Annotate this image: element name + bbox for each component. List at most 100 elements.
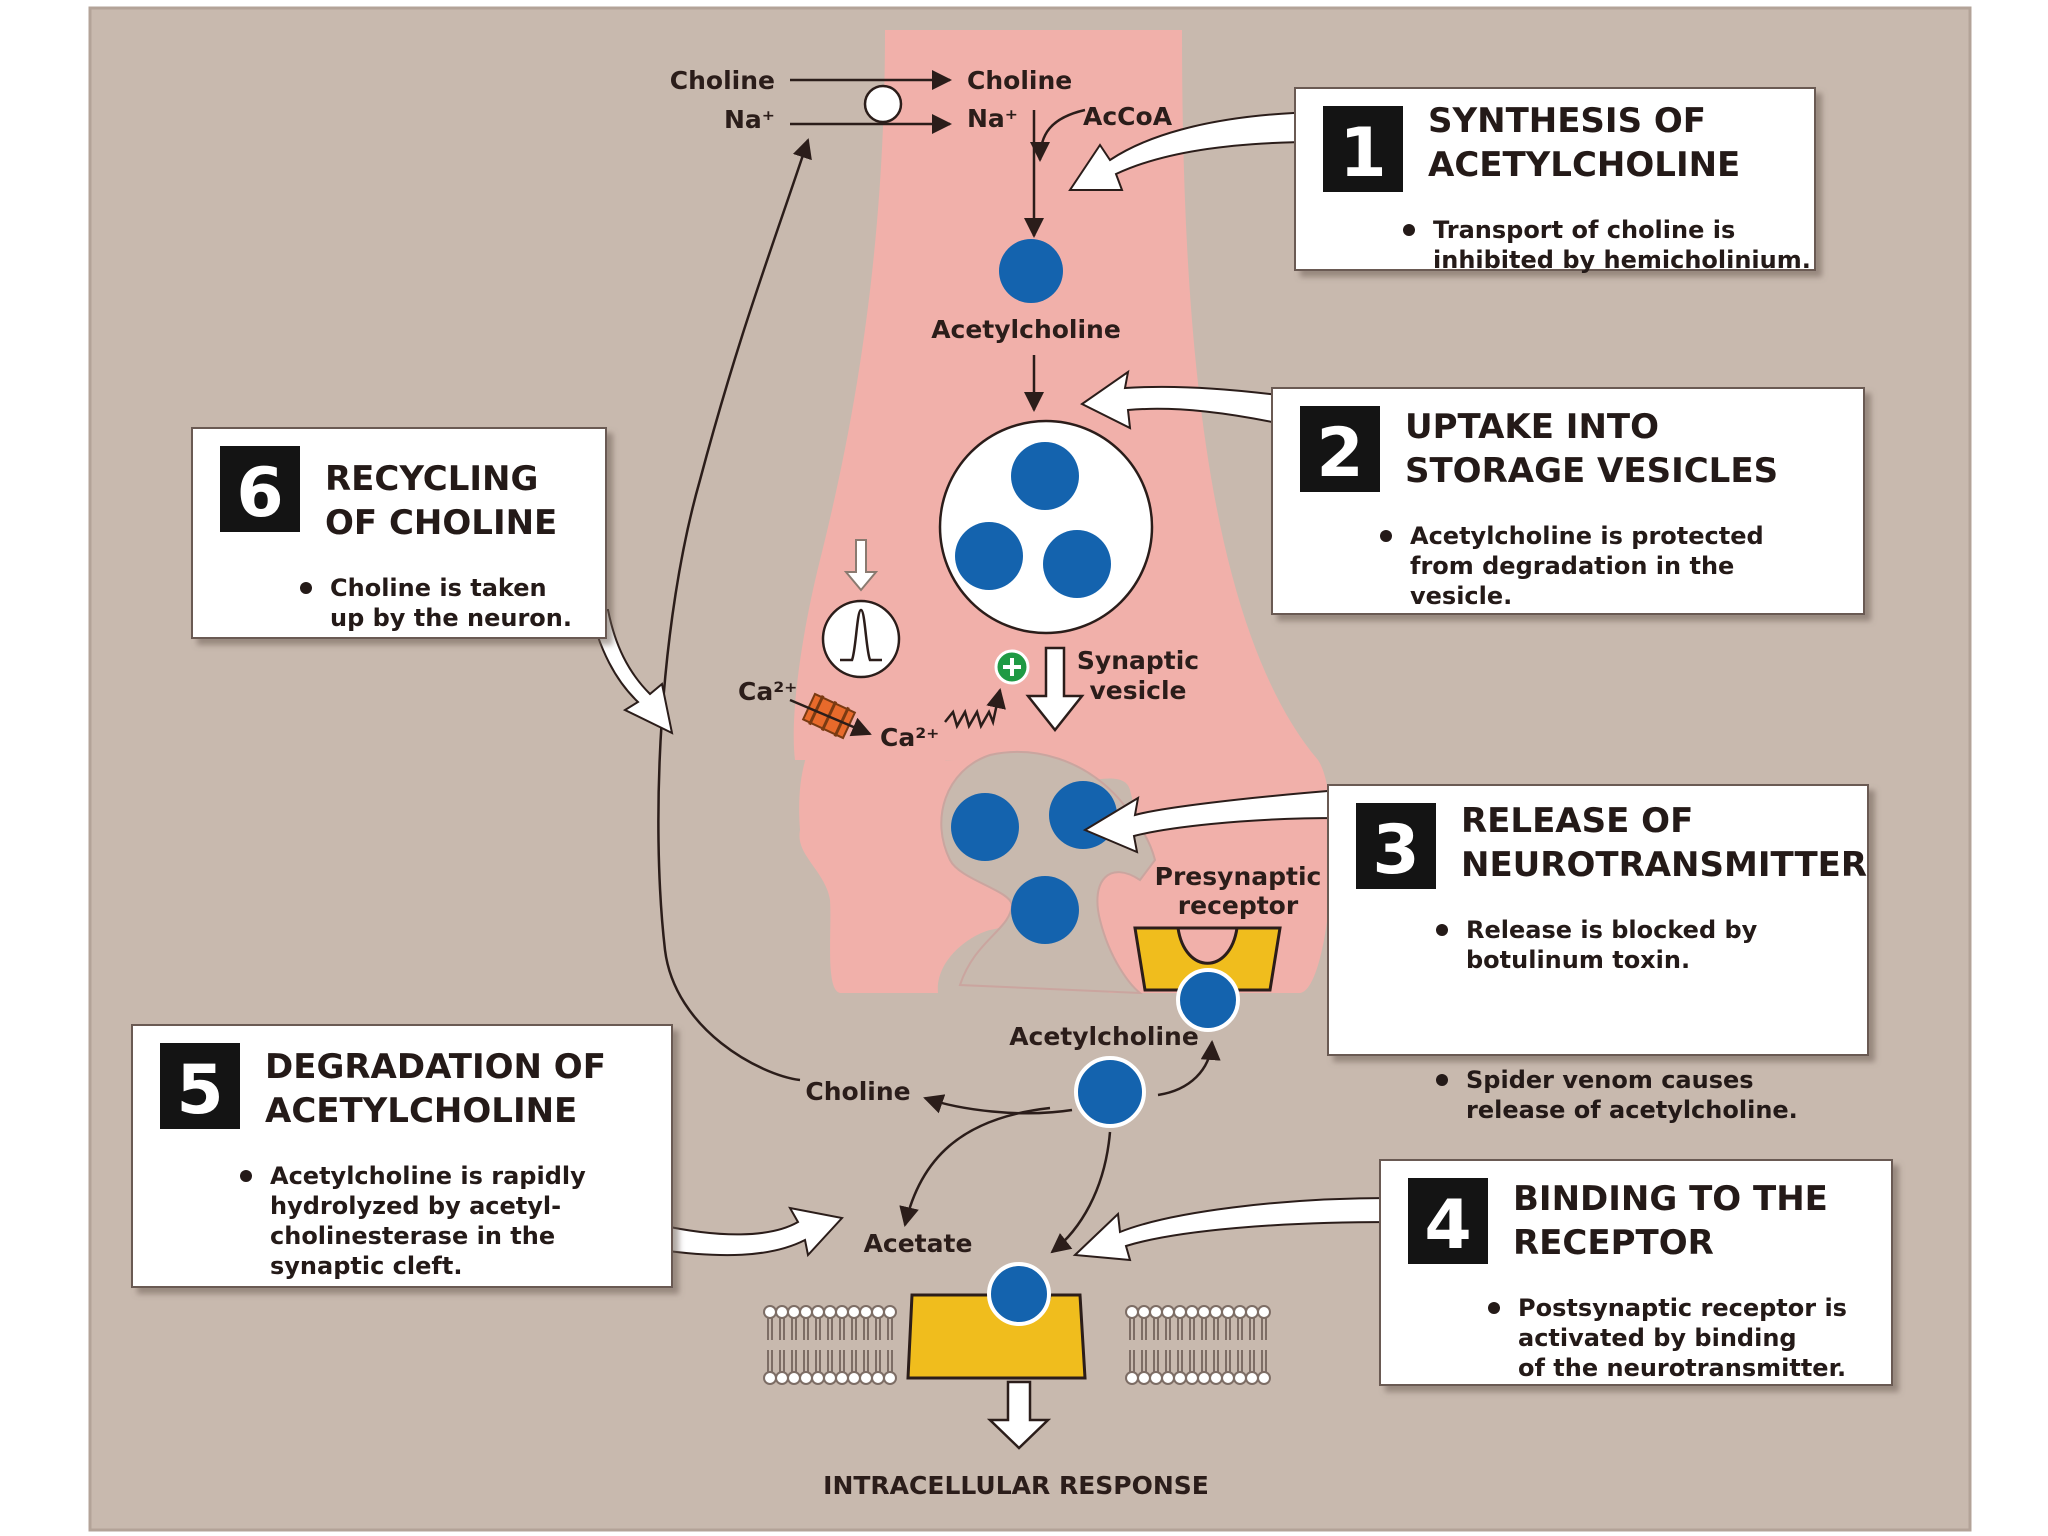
- presynaptic-receptor-label-1: Presynaptic: [1155, 862, 1322, 891]
- lipid-tail: [791, 1350, 797, 1372]
- bullet-text-line: Transport of choline is: [1433, 216, 1735, 244]
- choline-transporter: [863, 84, 903, 124]
- lipid-head: [811, 1305, 825, 1319]
- step-number-badge: [1408, 1178, 1488, 1264]
- bullet-text-line: Spider venom causes: [1466, 1066, 1754, 1094]
- step4-pointer: [1072, 1196, 1391, 1262]
- lipid-tail: [1165, 1318, 1171, 1340]
- step-title-line: RECYCLING: [325, 459, 538, 499]
- lipid-head: [859, 1371, 873, 1385]
- step5-pointer: [659, 1206, 844, 1258]
- lipid-head: [1185, 1305, 1199, 1319]
- bullet-text-line: of the neurotransmitter.: [1518, 1354, 1846, 1382]
- na-inside-label: Na⁺: [967, 104, 1018, 133]
- lipid-tail: [803, 1350, 809, 1372]
- step2-pointer: [1080, 369, 1301, 430]
- lipid-tail: [887, 1318, 893, 1340]
- lipid-tail: [1201, 1318, 1207, 1340]
- ca-outside-label: Ca²⁺: [738, 677, 797, 706]
- lipid-tail: [767, 1350, 773, 1372]
- bullet-text-line: botulinum toxin.: [1466, 946, 1690, 974]
- step-title-line: ACETYLCHOLINE: [265, 1091, 577, 1131]
- lipid-tail: [863, 1318, 869, 1340]
- lipid-head: [1161, 1371, 1175, 1385]
- lipid-head: [1233, 1305, 1247, 1319]
- step-title-line: UPTAKE INTO: [1405, 407, 1659, 447]
- choline-outside-label: Choline: [670, 66, 775, 95]
- lipid-head: [1173, 1371, 1187, 1385]
- lipid-tail: [1213, 1318, 1219, 1340]
- lipid-tail: [1249, 1318, 1255, 1340]
- postsynaptic-bound-acetylcholine: [987, 1262, 1051, 1326]
- to-choline-arrow: [923, 1094, 1073, 1115]
- lipid-tail: [875, 1318, 881, 1340]
- lipid-head: [763, 1305, 777, 1319]
- lipid-head: [1245, 1371, 1259, 1385]
- lipid-tail: [1129, 1318, 1135, 1340]
- lipid-head: [1161, 1305, 1175, 1319]
- bullet-text-line: Postsynaptic receptor is: [1518, 1294, 1847, 1322]
- lipid-tail: [1177, 1350, 1183, 1372]
- step1-pointer: [1068, 110, 1319, 191]
- lipid-head: [1149, 1371, 1163, 1385]
- lipid-tail: [875, 1350, 881, 1372]
- lipid-head: [1197, 1371, 1211, 1385]
- lipid-tail: [779, 1318, 785, 1340]
- step-number-badge: [1300, 406, 1380, 492]
- lipid-tail: [1225, 1350, 1231, 1372]
- lipid-tail: [779, 1350, 785, 1372]
- lipid-head: [1137, 1305, 1151, 1319]
- bullet-dot: [1436, 924, 1448, 936]
- lipid-tail: [791, 1318, 797, 1340]
- to-acetate-arrow: [899, 1106, 1051, 1227]
- acetylcholine-molecule-synth: [999, 239, 1063, 303]
- bullet-dot: [1436, 1074, 1448, 1086]
- bullet-text-line: cholinesterase in the: [270, 1222, 555, 1250]
- vesicle-movement-arrow: [1025, 646, 1085, 733]
- bullet-dot: [240, 1170, 252, 1182]
- lipid-tail: [1129, 1350, 1135, 1372]
- intracellular-response-arrow: [986, 1380, 1052, 1450]
- synaptic-vesicle-label-1: Synaptic: [1077, 646, 1199, 675]
- accoa-label: AcCoA: [1083, 102, 1173, 131]
- step-title-line: RELEASE OF: [1461, 801, 1693, 841]
- lipid-tail: [1249, 1350, 1255, 1372]
- lipid-head: [799, 1305, 813, 1319]
- action-potential-spike: [840, 608, 882, 662]
- lipid-head: [1137, 1371, 1151, 1385]
- lipid-tail: [1141, 1318, 1147, 1340]
- lipid-tail: [1177, 1318, 1183, 1340]
- lipid-head: [1209, 1371, 1223, 1385]
- lipid-head: [859, 1305, 873, 1319]
- lipid-head: [835, 1305, 849, 1319]
- action-potential-icon: [821, 599, 901, 679]
- postsynaptic-membrane-left: [763, 1305, 897, 1385]
- step-number-badge: [160, 1043, 240, 1129]
- lipid-head: [763, 1371, 777, 1385]
- bullet-text-line: Release is blocked by: [1466, 916, 1758, 944]
- step-title-line: OF CHOLINE: [325, 503, 557, 543]
- lipid-tail: [839, 1318, 845, 1340]
- bullet-text-line: from degradation in the: [1410, 552, 1734, 580]
- lipid-tail: [827, 1350, 833, 1372]
- bullet-dot: [1403, 224, 1415, 236]
- lipid-head: [883, 1371, 897, 1385]
- lipid-tail: [1261, 1318, 1267, 1340]
- lipid-head: [1257, 1371, 1271, 1385]
- step-title-line: SYNTHESIS OF: [1428, 101, 1706, 141]
- step-title-line: ACETYLCHOLINE: [1428, 145, 1740, 185]
- accoa-arrow: [1030, 108, 1086, 162]
- na-outside-label: Na⁺: [724, 105, 775, 134]
- lipid-head: [1185, 1371, 1199, 1385]
- lipid-tail: [1141, 1350, 1147, 1372]
- calcium-influx-arrow: [789, 698, 872, 737]
- lipid-tail: [1237, 1350, 1243, 1372]
- lipid-tail: [1165, 1350, 1171, 1372]
- bullet-text-line: vesicle.: [1410, 582, 1512, 610]
- lipid-tail: [851, 1350, 857, 1372]
- calcium-signal-squiggle: [944, 688, 1006, 730]
- lipid-head: [787, 1305, 801, 1319]
